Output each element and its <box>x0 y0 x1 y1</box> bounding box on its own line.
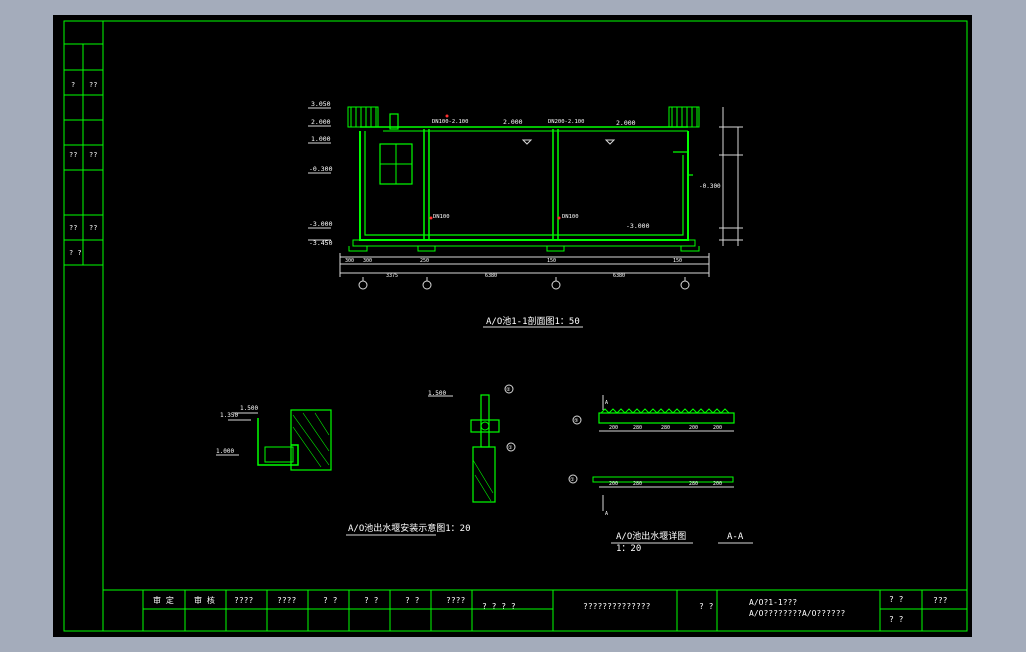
dim1-3: 150 <box>547 258 556 264</box>
level-inner-2000b: 2.000 <box>616 119 636 127</box>
tb-scale-label: ? ? <box>699 602 714 611</box>
d3-dim-8: 200 <box>713 481 722 487</box>
pipe-label-3: DN100 <box>433 214 450 220</box>
d3-dim-3: 200 <box>689 425 698 431</box>
tb-cell-7: ? ? <box>405 596 420 605</box>
detail-3-scale: 1：20 <box>616 544 641 554</box>
detail-2-anchor: 1.500 ② ① <box>428 384 516 503</box>
d3-dim-2: 280 <box>661 425 670 431</box>
detail-1-weir-installation: 1.500 1.350 1.000 <box>216 405 332 471</box>
tb-drawing-title-1: A/O?1-1??? <box>749 598 797 607</box>
d3-dim-0: 200 <box>609 425 618 431</box>
level-n3000: -3.000 <box>309 220 333 228</box>
d3-mark-5: ⑤ <box>574 418 579 424</box>
d2-mark-1: ① <box>508 445 513 451</box>
dim1-2: 250 <box>420 258 429 264</box>
d1-level-1350: 1.350 <box>220 412 238 419</box>
level-n0300: -0.300 <box>309 165 333 173</box>
cad-drawing-canvas[interactable]: ? ?? ?? ?? ?? ?? ? ? 审 定 审 核 ???? ???? ?… <box>53 15 972 637</box>
tb-shending: 审 定 <box>153 595 174 605</box>
title-block: 审 定 审 核 ???? ???? ? ? ? ? ? ? ???? ? ? ?… <box>103 589 967 631</box>
d3-mark-a1: A <box>605 400 608 406</box>
tb-right-cell-3: ? ? <box>889 615 904 624</box>
d3-dim-7: 280 <box>689 481 698 487</box>
tb-cell-8: ???? <box>446 596 465 605</box>
pipe-label-4: DN100 <box>562 214 579 220</box>
pipe-label-2: DN200-2.100 <box>548 119 584 125</box>
inner-frame <box>102 20 968 632</box>
level-inner-n3000: -3.000 <box>626 222 650 230</box>
bottom-dimension-chain: 300 300 250 150 150 3375 6380 6380 <box>339 253 710 290</box>
tb-cell-4: ???? <box>277 596 296 605</box>
d1-level-1000: 1.000 <box>216 448 234 455</box>
strip-cell-b1: ?? <box>89 151 97 159</box>
dim2-0: 3375 <box>386 273 398 279</box>
d3-dim-5: 200 <box>609 481 618 487</box>
strip-cell-a0: ? <box>71 81 75 89</box>
level-right-n0300: -0.300 <box>699 183 721 190</box>
tb-merged-label: ? ? ? ? <box>482 602 516 611</box>
d2-level-1500: 1.500 <box>428 390 446 397</box>
level-1000: 1.000 <box>311 135 331 143</box>
tb-right-cell-2: ??? <box>933 596 948 605</box>
level-3050: 3.050 <box>311 100 331 108</box>
detail-3-title: A/O池出水堰详图 <box>616 530 686 542</box>
d3-dim-6: 280 <box>633 481 642 487</box>
d3-mark-a2: A <box>605 511 608 517</box>
d3-dim-4: 200 <box>713 425 722 431</box>
detail-3-weir-plate: ⑤ ① A A 200 280 280 200 200 200 280 280 … <box>568 395 735 517</box>
level-2000: 2.000 <box>311 118 331 126</box>
tb-project-name: ?????????????? <box>583 602 651 611</box>
level-n3450: -3.450 <box>309 239 333 247</box>
strip-cell-b0: ?? <box>89 81 97 89</box>
section-1-1-drawing <box>347 106 700 252</box>
d3-dim-1: 280 <box>633 425 642 431</box>
dim2-1: 6380 <box>485 273 497 279</box>
tb-right-cell-1: ? ? <box>889 595 904 604</box>
section-title: A/O池1-1剖面图1：50 <box>486 315 580 327</box>
level-labels: 3.050 2.000 1.000 -0.300 -3.000 -3.450 2… <box>308 100 721 247</box>
tb-shenhe: 审 核 <box>194 595 215 605</box>
dim2-2: 6380 <box>613 273 625 279</box>
left-strip-table: ? ?? ?? ?? ?? ?? ? ? <box>64 43 103 266</box>
detail-1-title: A/O池出水堰安装示意图1：20 <box>348 522 471 534</box>
aa-label: A-A <box>727 532 744 542</box>
tb-cell-5: ? ? <box>323 596 338 605</box>
d1-level-1500: 1.500 <box>240 405 258 412</box>
tb-cell-3: ???? <box>234 596 253 605</box>
strip-cell-a2: ?? <box>69 224 77 232</box>
d2-mark-2: ② <box>506 387 511 393</box>
right-dimension-chain <box>719 107 743 246</box>
d3-mark-1: ① <box>570 477 575 483</box>
pipe-label-1: DN100-2.100 <box>432 119 468 125</box>
dim1-4: 150 <box>673 258 682 264</box>
tb-drawing-title-2: A/O????????A/O?????? <box>749 609 846 618</box>
strip-cell-b2: ?? <box>89 224 97 232</box>
strip-cell-a1: ?? <box>69 151 77 159</box>
strip-cell-a4: ? ? <box>69 249 82 257</box>
level-inner-2000a: 2.000 <box>503 118 523 126</box>
dim1-0: 300 <box>345 258 354 264</box>
tb-cell-6: ? ? <box>364 596 379 605</box>
dim1-1: 300 <box>363 258 372 264</box>
